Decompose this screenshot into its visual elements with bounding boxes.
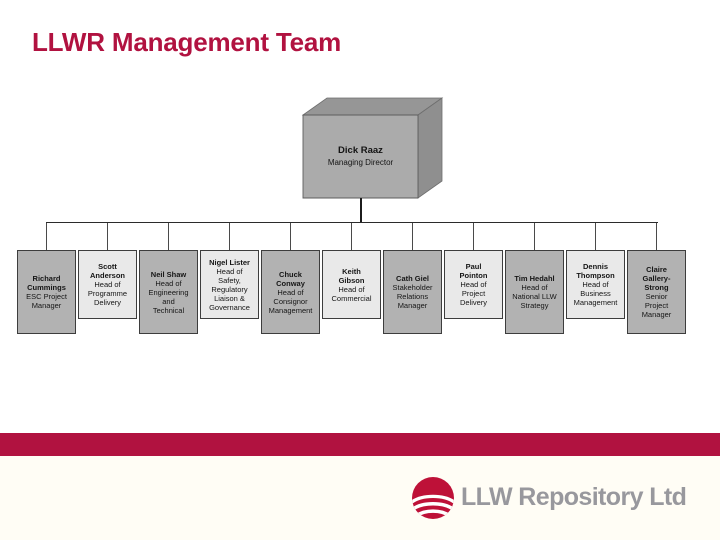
org-chart-member-box: Keith Gibson Head of Commercial xyxy=(322,250,381,319)
member-name: Paul Pointon xyxy=(459,262,488,280)
member-name: Cath Giel xyxy=(396,274,429,283)
connector-drop-line xyxy=(46,223,48,250)
member-role: Head of National LLW Strategy xyxy=(512,283,557,310)
member-role: Head of Consignor Management xyxy=(268,287,313,315)
member-role: Head of Programme Delivery xyxy=(87,280,128,307)
org-chart-member-box: Nigel Lister Head of Safety, Regulatory … xyxy=(200,250,259,319)
member-name: Tim Hedahl xyxy=(514,274,555,283)
connector-drop-line xyxy=(412,223,414,250)
member-name: Keith Gibson xyxy=(338,266,365,285)
member-name: Claire Gallery-Strong xyxy=(642,265,671,292)
org-chart-member-box: Cath Giel Stakeholder Relations Manager xyxy=(383,250,442,334)
root-member: Dick Raaz Managing Director xyxy=(303,115,418,198)
member-name: Dennis Thompson xyxy=(576,262,615,280)
member-role: Head of Commercial xyxy=(331,284,372,303)
member-role: Head of Project Delivery xyxy=(459,280,488,307)
accent-band xyxy=(0,433,720,456)
connector-drop-line xyxy=(229,223,231,250)
root-member-role: Managing Director xyxy=(327,158,394,167)
globe-waves-icon xyxy=(412,477,454,519)
org-chart-member-box: Dennis Thompson Head of Business Managem… xyxy=(566,250,625,319)
connector-drop-line xyxy=(290,223,292,250)
member-role: ESC Project Manager xyxy=(26,292,67,310)
connector-stub-line xyxy=(360,198,362,223)
connector-drop-line xyxy=(107,223,109,250)
company-logo-text: LLW Repository Ltd xyxy=(461,483,687,511)
member-name: Neil Shaw xyxy=(150,269,187,279)
connector-drop-line xyxy=(473,223,475,250)
connector-drop-line xyxy=(168,223,170,250)
member-role: Senior Project Manager xyxy=(641,292,672,319)
member-role: Head of Business Management xyxy=(573,280,618,307)
connector-drop-line xyxy=(595,223,597,250)
member-name: Richard Cummings xyxy=(27,274,66,292)
root-3d-box xyxy=(301,97,444,199)
org-chart-member-box: Tim Hedahl Head of National LLW Strategy xyxy=(505,250,564,334)
member-role: Stakeholder Relations Manager xyxy=(392,283,433,310)
org-chart-member-box: Paul Pointon Head of Project Delivery xyxy=(444,250,503,319)
org-chart-member-box: Chuck Conway Head of Consignor Managemen… xyxy=(261,250,320,334)
connector-drop-line xyxy=(656,223,658,250)
slide-title: LLWR Management Team xyxy=(32,27,342,57)
org-chart-member-box: Claire Gallery-Strong Senior Project Man… xyxy=(627,250,686,334)
org-chart-member-box: Richard Cummings ESC Project Manager xyxy=(17,250,76,334)
root-member-name: Dick Raaz xyxy=(338,145,383,156)
org-chart-member-box: Scott Anderson Head of Programme Deliver… xyxy=(78,250,137,319)
connector-drop-line xyxy=(534,223,536,250)
member-name: Scott Anderson xyxy=(89,262,125,280)
member-name: Nigel Lister xyxy=(209,257,250,267)
connector-horizontal-line xyxy=(46,222,658,224)
member-role: Head of Safety, Regulatory Liaison & Gov… xyxy=(209,266,250,312)
org-chart-member-box: Neil Shaw Head of Engineering and Techni… xyxy=(139,250,198,334)
member-name: Chuck Conway xyxy=(276,269,305,288)
bottom-margin-area xyxy=(0,456,720,540)
connector-drop-line xyxy=(351,223,353,250)
member-role: Head of Engineering and Technical xyxy=(148,278,189,315)
